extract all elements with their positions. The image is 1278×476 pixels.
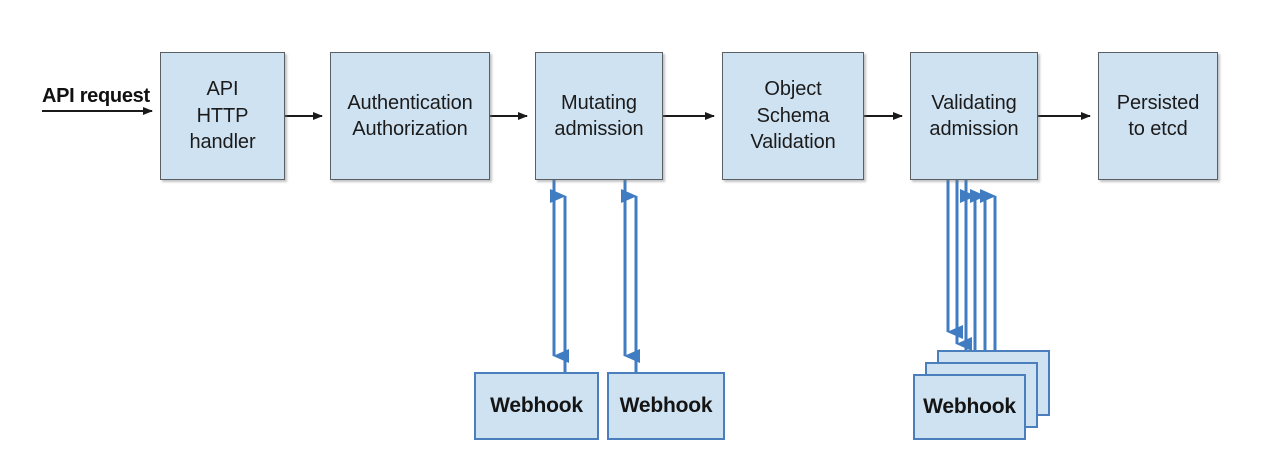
stage-box-mutating-admission[interactable]: Mutating admission bbox=[535, 52, 663, 180]
stage-label-persisted-to-etcd: Persisted to etcd bbox=[1116, 91, 1200, 140]
webhook-box-mutating-2[interactable]: Webhook bbox=[607, 372, 725, 440]
entry-label: API request bbox=[42, 85, 150, 107]
webhook-label-validating: Webhook bbox=[923, 395, 1016, 418]
webhook-label-mutating-2: Webhook bbox=[619, 394, 713, 417]
stage-box-validating-admission[interactable]: Validating admission bbox=[910, 52, 1038, 180]
stage-box-persisted-to-etcd[interactable]: Persisted to etcd bbox=[1098, 52, 1218, 180]
webhook-box-mutating-1[interactable]: Webhook bbox=[474, 372, 599, 440]
webhook-box-validating-front[interactable]: Webhook bbox=[913, 374, 1026, 440]
webhook-label-mutating-1: Webhook bbox=[490, 394, 583, 417]
stage-box-authentication[interactable]: Authentication Authorization bbox=[330, 52, 490, 180]
stage-box-object-schema-validation[interactable]: Object Schema Validation bbox=[722, 52, 864, 180]
stage-box-api-http-handler[interactable]: API HTTP handler bbox=[160, 52, 285, 180]
stage-label-authentication: Authentication Authorization bbox=[347, 91, 473, 140]
stage-label-object-schema-validation: Object Schema Validation bbox=[750, 78, 836, 154]
stage-label-validating-admission: Validating admission bbox=[929, 91, 1019, 140]
stage-label-mutating-admission: Mutating admission bbox=[554, 91, 644, 140]
stage-label-api-http-handler: API HTTP handler bbox=[189, 78, 256, 154]
